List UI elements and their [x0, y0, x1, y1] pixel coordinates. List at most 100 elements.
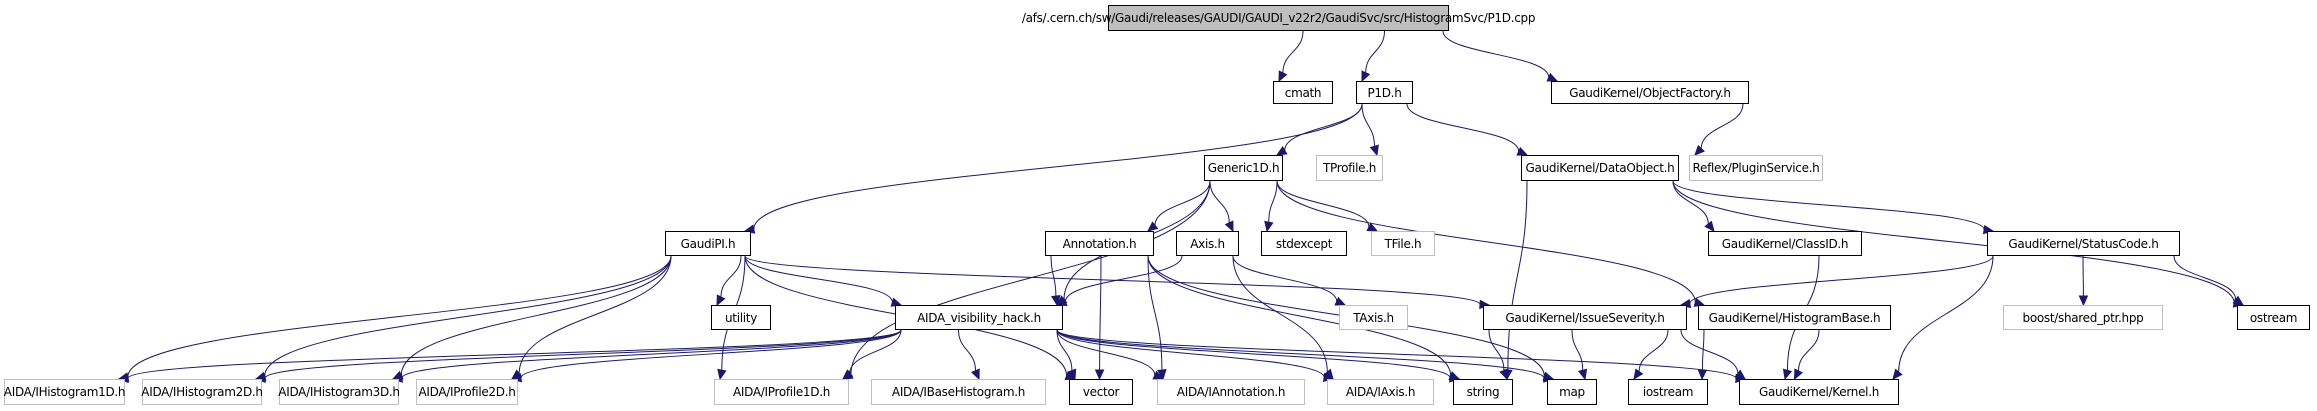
arrowhead-icon: [716, 294, 726, 307]
node-iannotation[interactable]: AIDA/IAnnotation.h: [1157, 379, 1305, 405]
edge-statuscode-to-issueseverity: [1689, 255, 1994, 304]
arrowhead-icon: [1147, 221, 1159, 232]
arrowhead-icon: [1694, 144, 1705, 156]
edge-root-to-p1d_h: [1365, 30, 1385, 73]
arrowhead-icon: [717, 368, 727, 381]
arrowhead-icon: [1275, 146, 1288, 156]
node-kernel[interactable]: GaudiKernel/Kernel.h: [1739, 379, 1899, 405]
edge-p1d_h-to-tprofile: [1361, 103, 1375, 147]
arrowhead-icon: [1361, 70, 1371, 83]
edge-visibility-to-vector: [1056, 329, 1073, 371]
edge-dataobject-to-classid: [1672, 180, 1709, 225]
edge-visibility-to-iaxis: [1056, 329, 1325, 378]
node-cmath[interactable]: cmath: [1273, 81, 1333, 104]
node-vector[interactable]: vector: [1069, 379, 1133, 405]
edge-axis-to-iaxis: [1232, 255, 1328, 373]
edge-visibility-to-iannotation: [1056, 329, 1156, 376]
edge-gaudipi-to-utility: [720, 255, 742, 297]
edge-gaudipi-to-ihist2d: [264, 255, 672, 377]
node-pluginservice[interactable]: Reflex/PluginService.h: [1689, 155, 1823, 181]
edge-axis-to-taxis: [1232, 255, 1338, 302]
edge-generic1d-to-annotation: [1154, 180, 1211, 226]
node-tprofile[interactable]: TProfile.h: [1316, 155, 1383, 181]
arrowhead-icon: [970, 368, 980, 381]
edge-dataobject-to-string: [1507, 180, 1528, 371]
arrowhead-icon: [1264, 220, 1274, 233]
node-ibasehist[interactable]: AIDA/IBaseHistogram.h: [871, 379, 1046, 405]
edge-gaudipi-to-ihist1d: [127, 255, 672, 378]
node-iostream[interactable]: iostream: [1628, 379, 1708, 405]
edge-root-to-objectfactory: [1442, 30, 1550, 78]
node-dataobject[interactable]: GaudiKernel/DataObject.h: [1521, 155, 1679, 181]
node-histogrambase[interactable]: GaudiKernel/HistogramBase.h: [1698, 305, 1891, 330]
node-visibility[interactable]: AIDA_visibility_hack.h: [895, 305, 1063, 330]
arrowhead-icon: [1067, 368, 1077, 381]
arrowhead-icon: [2078, 295, 2089, 307]
node-utility[interactable]: utility: [711, 305, 771, 330]
node-tfile[interactable]: TFile.h: [1371, 231, 1435, 256]
edge-objectfactory-to-pluginservice: [1700, 103, 1744, 149]
node-axis[interactable]: Axis.h: [1176, 231, 1239, 256]
arrowhead-icon: [1697, 369, 1708, 381]
edge-statuscode-to-ostream: [2173, 255, 2237, 300]
edge-annotation-to-iannotation: [1147, 255, 1163, 371]
node-string[interactable]: string: [1453, 379, 1513, 405]
node-annotation[interactable]: Annotation.h: [1045, 231, 1154, 256]
arrowhead-icon: [1278, 70, 1288, 83]
edge-visibility-to-ihist3d: [401, 329, 902, 379]
edge-gaudipi-to-issueseverity: [744, 255, 1481, 305]
node-sharedptr[interactable]: boost/shared_ptr.hpp: [2003, 305, 2163, 330]
node-iprof1d[interactable]: AIDA/IProfile1D.h: [714, 379, 849, 405]
node-gaudipi[interactable]: GaudiPI.h: [665, 231, 751, 256]
edge-generic1d-to-histogrambase: [1276, 180, 1696, 303]
edge-visibility-to-ihist2d: [264, 329, 902, 379]
edge-visibility-to-ibasehist: [958, 329, 977, 371]
edge-visibility-to-iprof2d: [520, 329, 902, 379]
edge-issueseverity-to-map: [1571, 329, 1584, 371]
node-p1d-h[interactable]: P1D.h: [1356, 81, 1413, 104]
edge-p1d_h-to-dataobject: [1406, 103, 1520, 152]
arrowhead-icon: [1152, 370, 1165, 380]
node-root: /afs/.cern.ch/sw/Gaudi/releases/GAUDI/GA…: [1022, 5, 1535, 31]
node-ostream[interactable]: ostream: [2237, 305, 2310, 330]
node-issueseverity[interactable]: GaudiKernel/IssueSeverity.h: [1483, 305, 1687, 330]
node-statuscode[interactable]: GaudiKernel/StatusCode.h: [1987, 231, 2180, 256]
arrowhead-icon: [1633, 368, 1644, 381]
node-objectfactory[interactable]: GaudiKernel/ObjectFactory.h: [1551, 81, 1749, 104]
arrowhead-icon: [1577, 368, 1588, 381]
node-classid[interactable]: GaudiKernel/ClassID.h: [1708, 231, 1862, 256]
edge-gaudipi-to-ihist3d: [400, 255, 672, 376]
node-ihist3d[interactable]: AIDA/IHistogram3D.h: [278, 379, 400, 405]
arrowhead-icon: [2232, 295, 2245, 306]
edge-root-to-cmath: [1282, 30, 1304, 73]
node-iprof2d[interactable]: AIDA/IProfile2D.h: [416, 379, 518, 405]
arrowhead-icon: [1157, 368, 1167, 381]
edge-dataobject-to-ostream: [1672, 180, 2235, 304]
arrowhead-icon: [1499, 368, 1509, 381]
node-generic1d[interactable]: Generic1D.h: [1204, 155, 1283, 181]
node-iaxis[interactable]: AIDA/IAxis.h: [1327, 379, 1434, 405]
arrowhead-icon: [842, 369, 854, 380]
edge-statuscode-to-kernel: [1898, 255, 1994, 373]
arrowhead-icon: [1366, 222, 1379, 232]
edge-visibility-to-iprof1d: [849, 329, 902, 374]
node-ihist2d[interactable]: AIDA/IHistogram2D.h: [141, 379, 263, 405]
node-stdexcept[interactable]: stdexcept: [1261, 231, 1347, 256]
edge-p1d_h-to-gaudipi: [753, 103, 1363, 230]
arrowhead-icon: [1704, 220, 1715, 232]
edge-visibility-to-map: [1056, 329, 1545, 379]
edge-p1d_h-to-generic1d: [1284, 103, 1363, 151]
edge-gaudipi-to-visibility: [744, 255, 893, 303]
arrowhead-icon: [1793, 368, 1804, 381]
edge-visibility-to-ihist1d: [127, 329, 902, 379]
edge-generic1d-to-tfile: [1276, 180, 1370, 228]
node-ihist1d[interactable]: AIDA/IHistogram1D.h: [4, 379, 126, 405]
edge-generic1d-to-stdexcept: [1268, 180, 1278, 223]
edge-annotation-to-string: [1147, 255, 1452, 376]
node-map[interactable]: map: [1547, 379, 1597, 405]
edge-histogrambase-to-kernel: [1798, 329, 1820, 371]
node-taxis[interactable]: TAxis.h: [1339, 305, 1408, 330]
edge-annotation-to-vector: [1099, 255, 1102, 371]
